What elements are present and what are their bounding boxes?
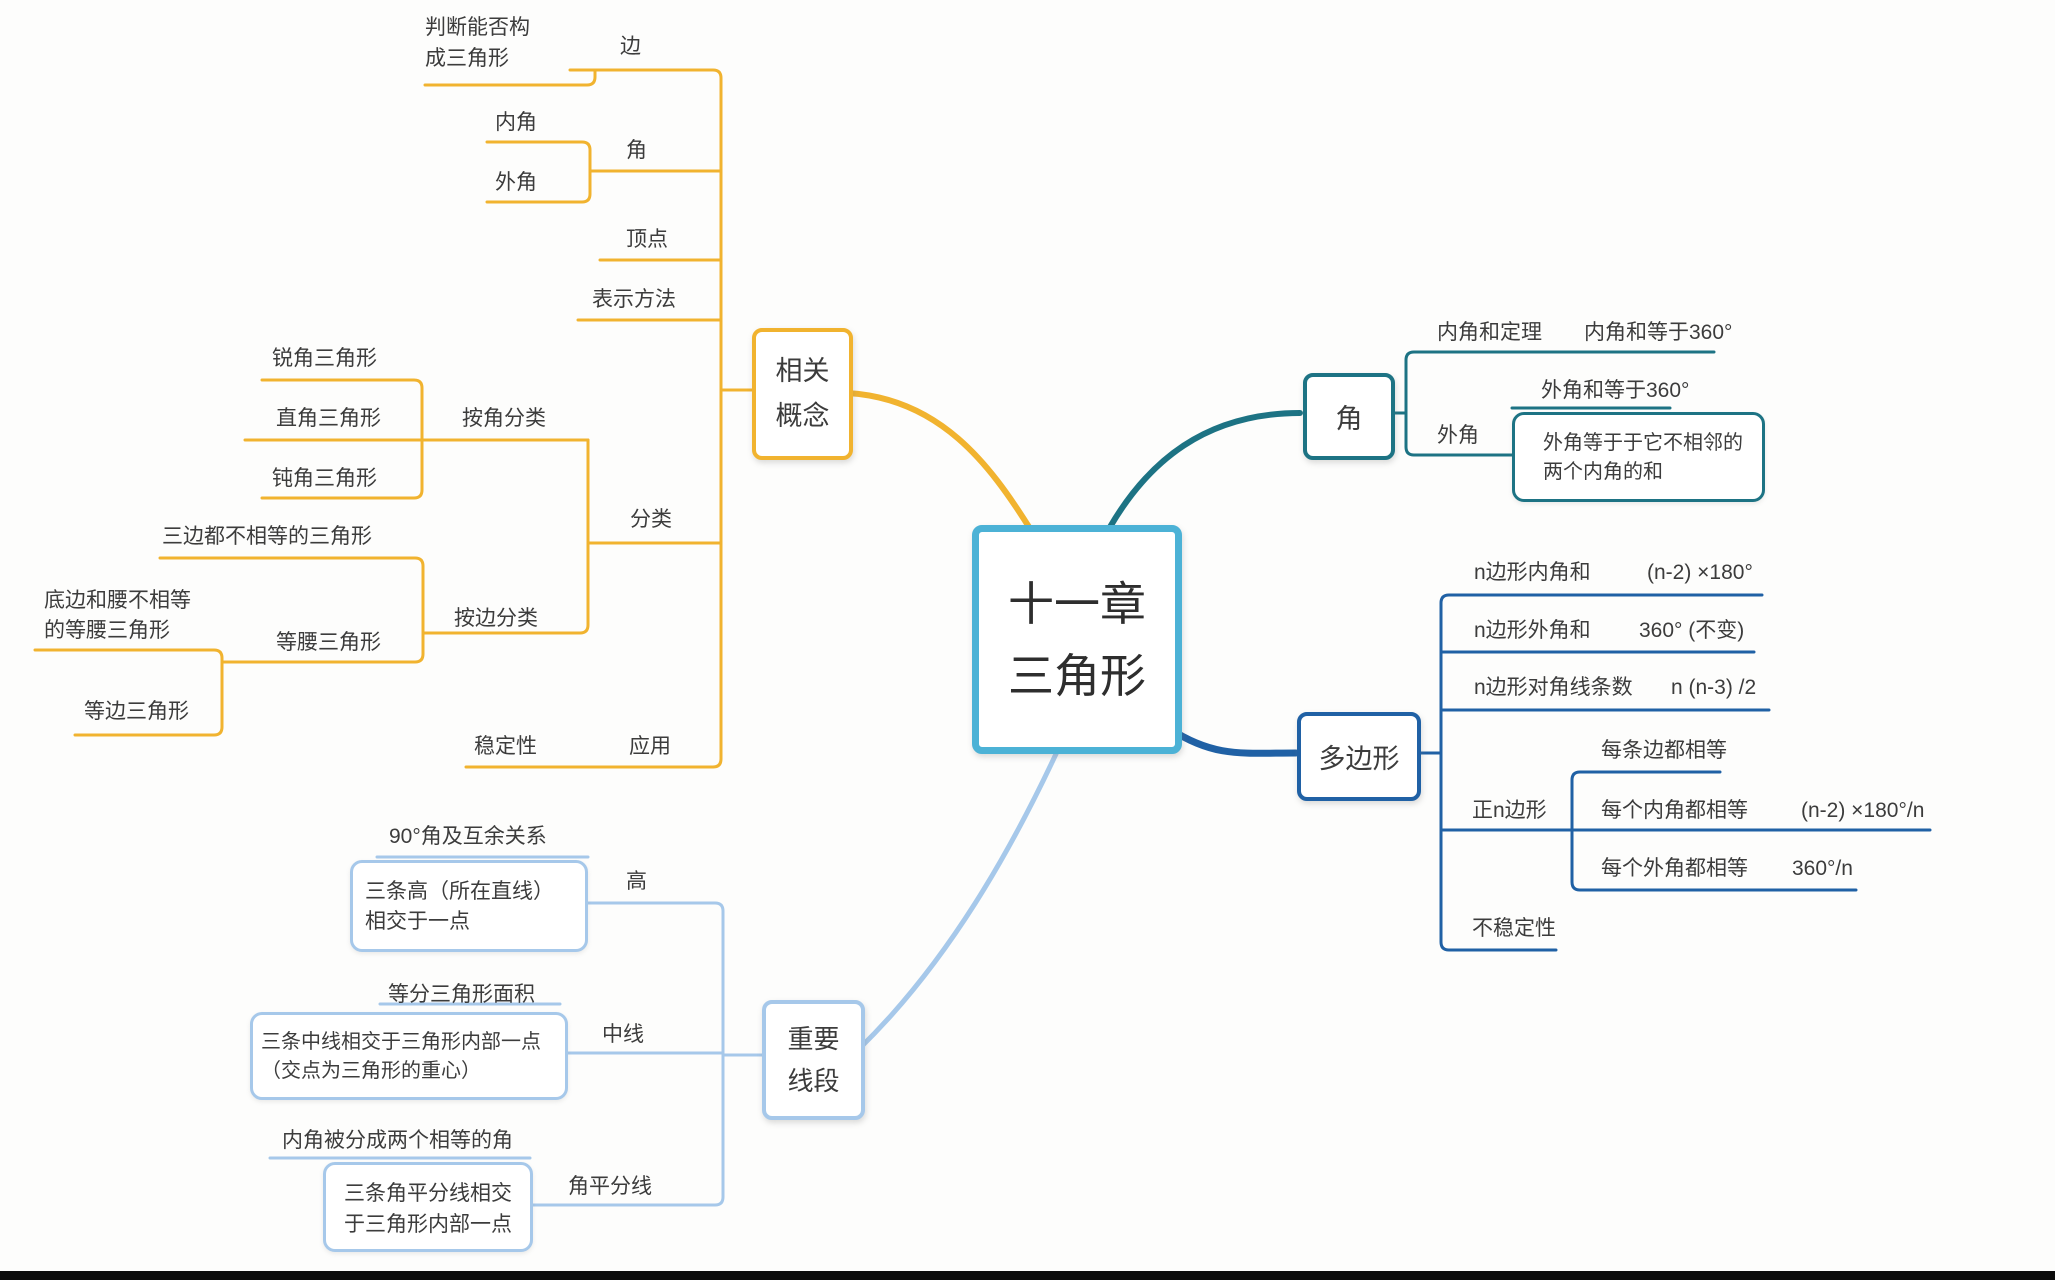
topic-polygon-exterior-sum-value[interactable]: 360° (不变): [1639, 619, 1745, 642]
connector-side-types-bracket: [158, 556, 425, 664]
topic-median-intersect-line1: 三条中线相交于三角形内部一点: [261, 1031, 541, 1053]
topic-notation[interactable]: 表示方法: [592, 288, 676, 311]
topic-bisector-equal-angles[interactable]: 内角被分成两个相等的角: [282, 1129, 513, 1152]
topic-related-concepts[interactable]: 相关 概念: [752, 328, 853, 460]
topic-acute-triangle[interactable]: 锐角三角形: [272, 347, 377, 370]
topic-altitude-intersect-line2: 相交于一点: [365, 910, 470, 933]
topic-median-intersect-line2: （交点为三角形的重心）: [261, 1060, 481, 1082]
topic-median-area[interactable]: 等分三角形面积: [388, 983, 535, 1006]
topic-side-check[interactable]: 判断能否构 成三角形: [425, 16, 530, 70]
topic-related-concepts-line2: 概念: [775, 401, 830, 431]
topic-application[interactable]: 应用: [629, 735, 671, 758]
connector-blue-main-curve: [1166, 725, 1300, 757]
topic-scalene-triangle[interactable]: 三边都不相等的三角形: [162, 525, 372, 548]
connector-jiao-bracket: [1404, 350, 1716, 457]
connector-yellow-spine: [464, 68, 723, 769]
connector-classification-subspine: [421, 438, 590, 635]
topic-polygon-exterior-sum[interactable]: n边形外角和: [1474, 619, 1591, 642]
topic-bisector-intersect[interactable]: 三条角平分线相交 于三角形内部一点: [323, 1162, 533, 1252]
topic-equal-exterior[interactable]: 每个外角都相等: [1601, 857, 1748, 880]
topic-polygon-diagonals[interactable]: n边形对角线条数: [1474, 676, 1633, 699]
topic-equal-interior-value[interactable]: (n-2) ×180°/n: [1801, 799, 1925, 822]
connector-angle-types-bracket: [260, 378, 424, 500]
connector-yellow-main-curve: [844, 390, 1032, 530]
topic-classification[interactable]: 分类: [630, 508, 672, 531]
topic-equilateral-triangle[interactable]: 等边三角形: [84, 700, 189, 723]
connector-isosceles-children: [33, 648, 224, 737]
topic-angle-branch[interactable]: 角: [1303, 373, 1395, 460]
topic-important-segments-line2: 线段: [787, 1066, 840, 1096]
topic-stability[interactable]: 稳定性: [474, 735, 537, 758]
connector-regular-bracket: [1570, 770, 1858, 892]
central-topic-line2: 三角形: [1008, 649, 1146, 702]
topic-important-segments[interactable]: 重要 线段: [762, 1000, 865, 1120]
topic-instability[interactable]: 不稳定性: [1472, 917, 1556, 940]
topic-median[interactable]: 中线: [602, 1023, 644, 1046]
topic-isosceles-unequal[interactable]: 底边和腰不相等 的等腰三角形: [44, 589, 191, 642]
topic-interior-sum-theorem[interactable]: 内角和定理: [1437, 321, 1542, 344]
topic-altitude-intersect[interactable]: 三条高（所在直线） 相交于一点: [350, 860, 588, 952]
connector-polygon-spine: [1439, 593, 1764, 952]
topic-exterior-angle-branch[interactable]: 外角: [1437, 424, 1479, 447]
topic-polygon-label: 多边形: [1318, 744, 1400, 774]
connector-teal-main-curve: [1107, 410, 1303, 530]
topic-exterior-angle-rule[interactable]: 外角等于于它不相邻的 两个内角的和: [1512, 412, 1765, 502]
topic-angle-branch-label: 角: [1335, 404, 1363, 434]
topic-related-concepts-line1: 相关: [775, 356, 830, 386]
topic-altitude[interactable]: 高: [626, 870, 647, 893]
topic-polygon-diagonals-value[interactable]: n (n-3) /2: [1671, 676, 1757, 699]
topic-exterior-angle-rule-line1: 外角等于于它不相邻的: [1543, 432, 1743, 454]
topic-angle[interactable]: 角: [626, 139, 647, 162]
topic-bisector-intersect-line2: 于三角形内部一点: [344, 1213, 512, 1236]
topic-equal-exterior-value[interactable]: 360°/n: [1792, 857, 1853, 880]
topic-polygon-interior-sum[interactable]: n边形内角和: [1474, 561, 1591, 584]
central-topic-line1: 十一章: [1008, 577, 1146, 630]
topic-side[interactable]: 边: [620, 35, 641, 58]
topic-polygon[interactable]: 多边形: [1297, 712, 1421, 801]
topic-isosceles-triangle[interactable]: 等腰三角形: [276, 631, 381, 654]
topic-right-triangle[interactable]: 直角三角形: [276, 407, 381, 430]
topic-important-segments-line1: 重要: [787, 1024, 840, 1054]
topic-equal-interior[interactable]: 每个内角都相等: [1601, 799, 1748, 822]
topic-by-angle[interactable]: 按角分类: [462, 407, 546, 430]
topic-equal-sides[interactable]: 每条边都相等: [1601, 739, 1727, 762]
topic-interior-angle[interactable]: 内角: [495, 111, 537, 134]
topic-angle-bisector[interactable]: 角平分线: [568, 1175, 652, 1198]
topic-interior-sum-value[interactable]: 内角和等于360°: [1584, 321, 1733, 344]
topic-vertex[interactable]: 顶点: [626, 228, 668, 251]
topic-median-intersect[interactable]: 三条中线相交于三角形内部一点 （交点为三角形的重心）: [250, 1012, 568, 1100]
topic-by-side[interactable]: 按边分类: [454, 607, 538, 630]
central-topic[interactable]: 十一章 三角形: [972, 525, 1182, 754]
topic-obtuse-triangle[interactable]: 钝角三角形: [272, 467, 377, 490]
connector-lblue-main-curve: [857, 738, 1065, 1051]
connector-side-child: [423, 68, 597, 87]
topic-exterior-angle-rule-line2: 两个内角的和: [1543, 461, 1663, 483]
bottom-letterbox-bar: [0, 1271, 2055, 1280]
topic-exterior-angle[interactable]: 外角: [495, 171, 537, 194]
topic-regular-ngon[interactable]: 正n边形: [1472, 799, 1547, 822]
topic-bisector-intersect-line1: 三条角平分线相交: [344, 1182, 512, 1205]
topic-exterior-sum[interactable]: 外角和等于360°: [1541, 379, 1690, 402]
topic-polygon-interior-sum-value[interactable]: (n-2) ×180°: [1647, 561, 1753, 584]
topic-altitude-right-angle[interactable]: 90°角及互余关系: [389, 825, 547, 848]
topic-altitude-intersect-line1: 三条高（所在直线）: [365, 880, 554, 903]
